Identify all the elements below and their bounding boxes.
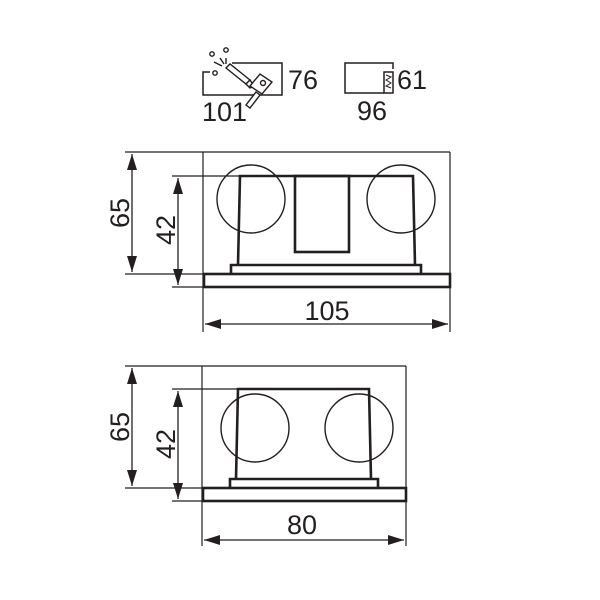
cutout-height-label: 76 xyxy=(288,65,318,95)
cutout-width-label: 101 xyxy=(202,97,247,127)
flange xyxy=(228,477,380,488)
side-height-body-label: 42 xyxy=(151,429,181,459)
front-height-total-label: 65 xyxy=(105,198,135,228)
lamp-circle-right xyxy=(324,393,394,463)
front-height-body-label: 42 xyxy=(151,215,181,245)
lamp-circle-left xyxy=(220,393,290,463)
base-plate xyxy=(201,486,408,503)
cutout-box xyxy=(202,62,283,96)
mounting-height-label: 61 xyxy=(397,65,427,95)
mounting-width-label: 96 xyxy=(357,96,387,126)
cutout-legend: 101 76 xyxy=(202,47,318,127)
center-socket xyxy=(293,174,351,254)
side-height-total-label: 65 xyxy=(105,412,135,442)
side-width-label: 80 xyxy=(287,510,317,540)
cutout-tools-icon xyxy=(209,47,274,109)
side-view-drawing: 65 42 80 xyxy=(105,365,408,546)
spring-clip-mount-icon xyxy=(344,62,394,94)
lamp-circle-left xyxy=(216,164,286,234)
flange xyxy=(229,263,423,274)
front-view-drawing: 65 42 105 xyxy=(105,151,452,332)
lamp-circle-right xyxy=(366,164,436,234)
fixture-body xyxy=(234,387,373,480)
front-width-label: 105 xyxy=(304,296,349,326)
mounting-legend: 96 61 xyxy=(344,62,427,126)
base-plate xyxy=(202,272,452,289)
